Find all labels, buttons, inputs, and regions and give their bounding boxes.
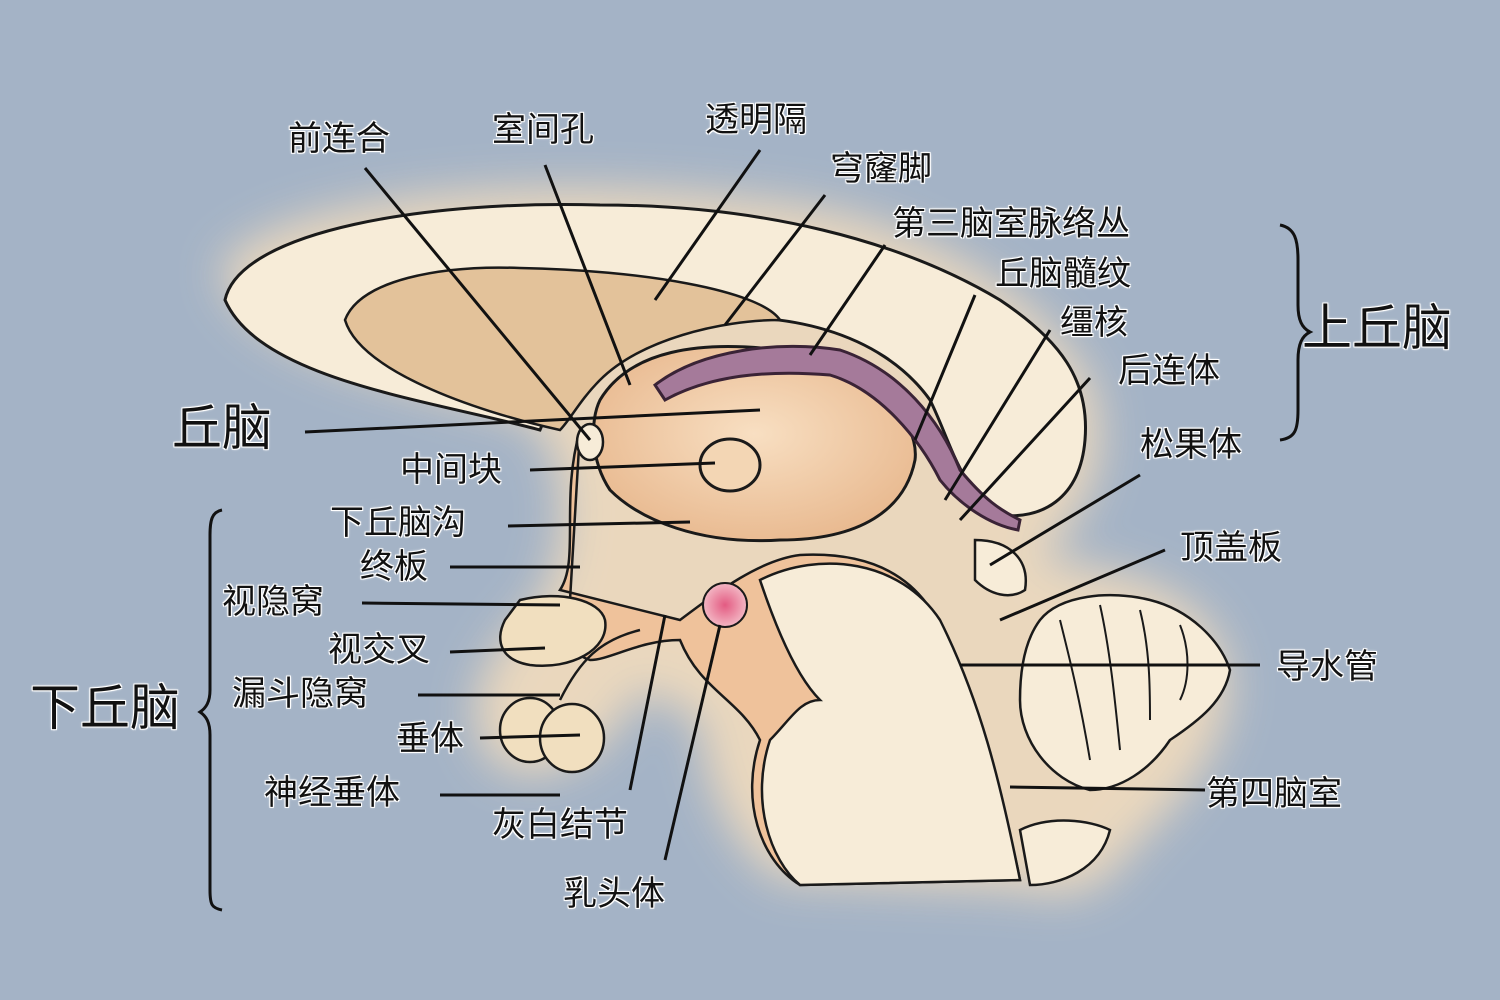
neurohypophysis (538, 702, 606, 774)
infundibulum (558, 628, 641, 701)
septum-pellucidum-region (343, 266, 783, 432)
label-anterior-commissure: 前连合 (288, 119, 390, 159)
mammillary-body (702, 582, 748, 628)
label-septum-pellucidum: 透明隔 (705, 100, 807, 140)
label-choroid-plexus: 第三脑室脉络丛 (892, 204, 1130, 244)
label-stria-medullaris: 丘脑髓纹 (995, 254, 1131, 294)
label-interventricular-foramen: 室间孔 (492, 110, 594, 150)
label-fourth-ventricle: 第四脑室 (1206, 774, 1342, 814)
label-posterior-commissure: 后连体 (1118, 351, 1220, 391)
label-hypothalamic-sulcus: 下丘脑沟 (330, 503, 466, 543)
group-label-thalamus: 丘脑 (172, 399, 272, 457)
label-habenular-nucleus: 缰核 (1060, 303, 1128, 343)
hypothalamus-brace (197, 508, 223, 912)
label-lamina-terminalis: 终板 (360, 547, 428, 587)
pineal-body (973, 538, 1028, 597)
medulla-region (1018, 819, 1112, 887)
label-tuber-cinereum: 灰白结节 (492, 805, 628, 845)
label-optic-recess: 视隐窝 (222, 582, 324, 622)
label-cerebral-aqueduct: 导水管 (1276, 647, 1378, 687)
cerebellum (1018, 593, 1232, 792)
label-neurohypophysis: 神经垂体 (264, 773, 400, 813)
label-infundibular-recess: 漏斗隐窝 (232, 674, 368, 714)
label-optic-chiasm: 视交叉 (328, 630, 430, 670)
label-fornix-column: 穹窿脚 (830, 149, 932, 189)
group-label-hypothalamus: 下丘脑 (30, 679, 180, 737)
label-tectal-plate: 顶盖板 (1180, 528, 1282, 568)
label-pineal-body: 松果体 (1140, 425, 1242, 465)
label-hypophysis: 垂体 (396, 719, 464, 759)
label-interthalamic-adhesion: 中间块 (400, 450, 502, 490)
group-label-epithalamus: 上丘脑 (1302, 299, 1452, 357)
brainstem-region (758, 562, 1022, 887)
epithalamus-brace (1279, 223, 1314, 442)
choroid-plexus (652, 344, 1022, 532)
interthalamic-adhesion (698, 437, 762, 493)
leader-lines (304, 149, 1260, 861)
label-mammillary-body: 乳头体 (563, 874, 665, 914)
